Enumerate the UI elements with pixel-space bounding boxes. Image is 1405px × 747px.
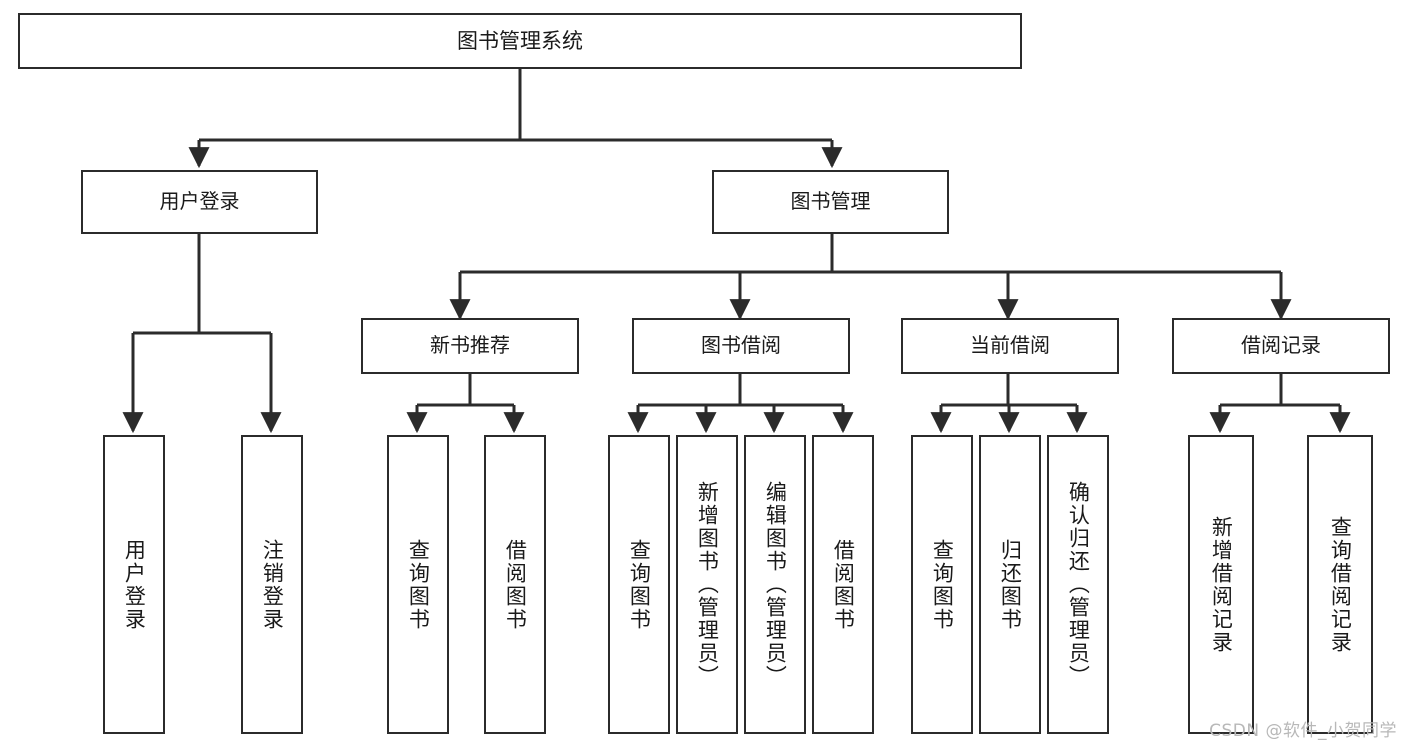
- node-borrow-record-label: 借阅记录: [1241, 333, 1321, 358]
- leaf-current-borrow-return-label: 归还图书: [998, 538, 1023, 631]
- leaf-new-book-borrow[interactable]: 借阅图书: [484, 435, 546, 734]
- node-book-borrow[interactable]: 图书借阅: [632, 318, 850, 374]
- leaf-user-login-logout[interactable]: 注销登录: [241, 435, 303, 734]
- leaf-book-borrow-borrow[interactable]: 借阅图书: [812, 435, 874, 734]
- leaf-new-book-query[interactable]: 查询图书: [387, 435, 449, 734]
- node-book-management-label: 图书管理: [790, 189, 871, 214]
- leaf-current-borrow-confirm-return-label: 确认归还（管理员）: [1066, 481, 1091, 688]
- leaf-borrow-record-query[interactable]: 查询借阅记录: [1307, 435, 1373, 734]
- node-user-login-label: 用户登录: [159, 189, 240, 214]
- leaf-user-login-login-label: 用户登录: [122, 538, 147, 631]
- leaf-current-borrow-confirm-return[interactable]: 确认归还（管理员）: [1047, 435, 1109, 734]
- leaf-current-borrow-return[interactable]: 归还图书: [979, 435, 1041, 734]
- leaf-book-borrow-add[interactable]: 新增图书（管理员）: [676, 435, 738, 734]
- leaf-book-borrow-edit[interactable]: 编辑图书（管理员）: [744, 435, 806, 734]
- leaf-book-borrow-query-label: 查询图书: [627, 538, 652, 631]
- node-current-borrow-label: 当前借阅: [970, 333, 1050, 358]
- node-book-borrow-label: 图书借阅: [701, 333, 781, 358]
- leaf-book-borrow-borrow-label: 借阅图书: [831, 538, 856, 631]
- node-new-book-recommend-label: 新书推荐: [430, 333, 510, 358]
- leaf-borrow-record-query-label: 查询借阅记录: [1328, 515, 1353, 654]
- leaf-current-borrow-query-label: 查询图书: [930, 538, 955, 631]
- node-current-borrow[interactable]: 当前借阅: [901, 318, 1119, 374]
- leaf-user-login-login[interactable]: 用户登录: [103, 435, 165, 734]
- leaf-book-borrow-query[interactable]: 查询图书: [608, 435, 670, 734]
- leaf-current-borrow-query[interactable]: 查询图书: [911, 435, 973, 734]
- node-root-label: 图书管理系统: [457, 28, 583, 53]
- node-new-book-recommend[interactable]: 新书推荐: [361, 318, 579, 374]
- node-user-login[interactable]: 用户登录: [81, 170, 318, 234]
- leaf-user-login-logout-label: 注销登录: [260, 538, 285, 631]
- leaf-new-book-query-label: 查询图书: [406, 538, 431, 631]
- csdn-watermark: CSDN @软件_小贺同学: [1209, 721, 1397, 741]
- leaf-borrow-record-add-label: 新增借阅记录: [1209, 515, 1234, 654]
- leaf-book-borrow-add-label: 新增图书（管理员）: [695, 481, 720, 688]
- leaf-borrow-record-add[interactable]: 新增借阅记录: [1188, 435, 1254, 734]
- node-borrow-record[interactable]: 借阅记录: [1172, 318, 1390, 374]
- leaf-new-book-borrow-label: 借阅图书: [503, 538, 528, 631]
- node-book-management[interactable]: 图书管理: [712, 170, 949, 234]
- node-root[interactable]: 图书管理系统: [18, 13, 1022, 69]
- leaf-book-borrow-edit-label: 编辑图书（管理员）: [763, 481, 788, 688]
